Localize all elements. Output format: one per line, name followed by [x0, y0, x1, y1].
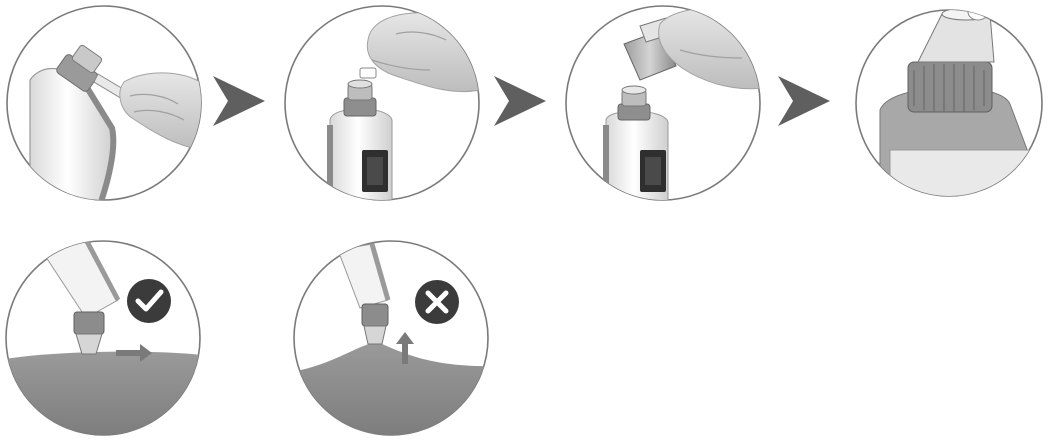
incorrect-use — [290, 241, 496, 440]
step-1-remove-tip — [7, 6, 210, 212]
step-2-insert-filter — [285, 6, 480, 210]
play-arrow-icon — [494, 76, 546, 126]
check-icon — [127, 279, 171, 323]
step-3-attach-cup — [566, 6, 764, 210]
play-arrow-icon — [778, 76, 830, 126]
play-arrow-icon — [213, 76, 265, 126]
correct-use — [0, 232, 210, 440]
step-4-tip-attached — [856, 4, 1046, 200]
cross-icon — [415, 280, 459, 324]
